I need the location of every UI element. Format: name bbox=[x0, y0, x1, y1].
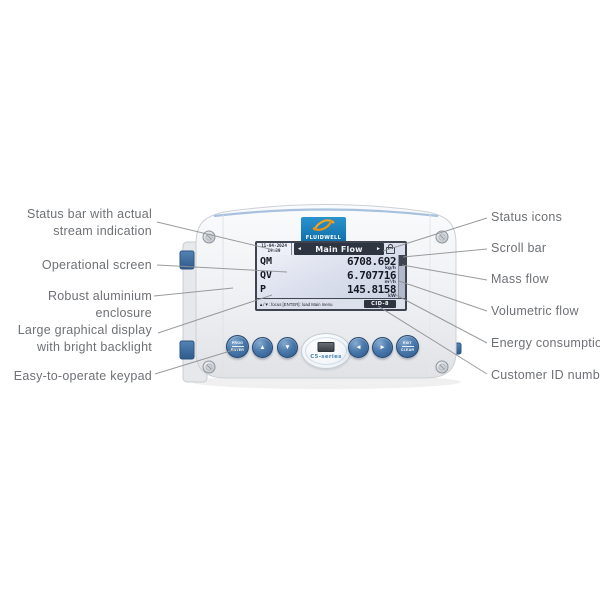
status-time: 14:39 bbox=[267, 249, 281, 254]
left-button: ◄ bbox=[348, 337, 369, 358]
operational-screen: 11-04-2024 14:39 ◄ Main Flow ► QM 6708.6… bbox=[255, 241, 407, 311]
display-footer: ▲/▼: focus [ENTER]: load Main menu CID-8 bbox=[257, 298, 405, 309]
energy-consumption-row: P 145.8158 kW bbox=[257, 283, 398, 299]
callout-scroll-bar: Scroll bar bbox=[491, 241, 547, 255]
corner-screw-icon bbox=[202, 230, 216, 244]
energy-unit: kW bbox=[388, 294, 396, 299]
status-bar: 11-04-2024 14:39 ◄ Main Flow ► bbox=[257, 243, 405, 255]
mass-flow-value: 6708.692 bbox=[347, 255, 396, 268]
brand-logo-text: FLUIDWELL bbox=[305, 235, 342, 241]
callout-line: Robust aluminium enclosure bbox=[47, 289, 152, 320]
callout-mass-flow: Mass flow bbox=[491, 272, 549, 286]
callout-line: Large graphical display bbox=[17, 323, 152, 337]
callout-operational-screen: Operational screen bbox=[42, 257, 152, 274]
brand-swoosh-icon bbox=[312, 219, 335, 231]
lock-status-icon bbox=[386, 244, 395, 254]
prev-stream-arrow-icon: ◄ bbox=[297, 246, 302, 252]
cable-clip-left-bottom bbox=[179, 340, 195, 360]
left-arrow-icon: ◄ bbox=[355, 344, 362, 351]
energy-label: P bbox=[260, 284, 267, 295]
callout-customer-id: Customer ID number bbox=[491, 368, 600, 382]
scroll-bar-thumb bbox=[399, 255, 405, 266]
callout-line: Operational screen bbox=[41, 258, 152, 272]
callout-line: with bright backlight bbox=[36, 340, 152, 354]
stream-indication-header: ◄ Main Flow ► bbox=[294, 243, 384, 255]
callout-status-bar: Status bar with actual stream indication bbox=[27, 206, 152, 240]
button-divider bbox=[231, 346, 244, 347]
volumetric-flow-label: QV bbox=[260, 270, 273, 281]
down-arrow-icon: ▼ bbox=[284, 344, 291, 351]
up-button: ▲ bbox=[252, 337, 273, 358]
measurement-rows: QM 6708.692 kg/h QV 6.707716 m³/h P 145.… bbox=[257, 255, 398, 299]
datetime-box: 11-04-2024 14:39 bbox=[257, 243, 292, 255]
infrared-sensor-icon bbox=[317, 342, 335, 352]
callout-volumetric-flow: Volumetric flow bbox=[491, 304, 579, 318]
series-label: C5-series bbox=[310, 354, 342, 360]
callout-energy-consumption: Energy consumption bbox=[491, 336, 600, 350]
down-button: ▼ bbox=[277, 337, 298, 358]
callout-status-icons: Status icons bbox=[491, 210, 563, 224]
mass-flow-unit: kg/h bbox=[384, 266, 396, 271]
volumetric-flow-unit: m³/h bbox=[384, 280, 396, 285]
prog-enter-button: PROG ENTER bbox=[226, 335, 249, 358]
right-button: ► bbox=[372, 337, 393, 358]
cable-clip-left-top bbox=[179, 250, 195, 270]
customer-id-badge: CID-8 bbox=[364, 300, 396, 308]
enter-label: ENTER bbox=[230, 347, 245, 352]
scroll-bar bbox=[398, 255, 405, 299]
clear-label: CLEAR bbox=[400, 347, 415, 352]
callout-enclosure: Robust aluminium enclosure bbox=[0, 288, 152, 322]
corner-screw-icon bbox=[435, 230, 449, 244]
volumetric-flow-value: 6.707716 bbox=[347, 269, 396, 282]
callout-keypad: Easy-to-operate keypad bbox=[14, 368, 152, 385]
mass-flow-row: QM 6708.692 kg/h bbox=[257, 255, 398, 271]
stream-title: Main Flow bbox=[315, 244, 363, 254]
callout-graphical-display: Large graphical display with bright back… bbox=[18, 322, 152, 356]
callout-line: stream indication bbox=[53, 224, 152, 238]
key-hint-text: ▲/▼: focus [ENTER]: load Main menu bbox=[259, 301, 333, 307]
exit-label: EXIT bbox=[403, 341, 412, 346]
next-stream-arrow-icon: ► bbox=[376, 246, 381, 252]
mass-flow-label: QM bbox=[260, 256, 273, 267]
brand-logo: FLUIDWELL bbox=[301, 217, 346, 244]
corner-screw-icon bbox=[435, 360, 449, 374]
volumetric-flow-row: QV 6.707716 m³/h bbox=[257, 269, 398, 285]
infrared-window-panel: C5-series bbox=[301, 333, 351, 369]
callout-line: Status bar with actual bbox=[26, 207, 152, 221]
prog-label: PROG bbox=[231, 341, 244, 346]
corner-screw-icon bbox=[202, 360, 216, 374]
right-arrow-icon: ► bbox=[379, 344, 386, 351]
status-icons-zone bbox=[384, 243, 405, 255]
exit-clear-button: EXIT CLEAR bbox=[396, 335, 419, 358]
up-arrow-icon: ▲ bbox=[259, 344, 266, 351]
callout-line: Easy-to-operate keypad bbox=[13, 369, 152, 383]
top-blue-edge bbox=[213, 208, 439, 218]
energy-value: 145.8158 bbox=[347, 283, 396, 296]
